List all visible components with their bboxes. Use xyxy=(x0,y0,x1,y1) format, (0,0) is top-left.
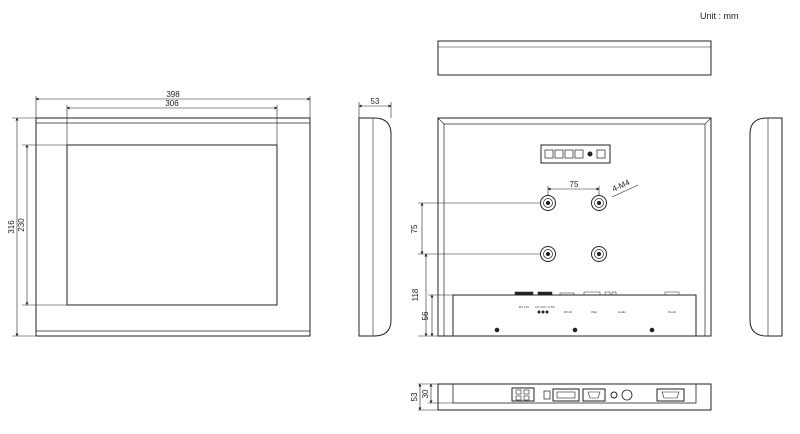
bottom-dimensions xyxy=(418,383,453,411)
bottom-io-depth-label: 30 xyxy=(421,389,430,398)
front-dimensions xyxy=(12,96,311,337)
audio-jack-icon xyxy=(610,391,618,399)
unit-label: Unit : mm xyxy=(700,11,739,21)
rear-io-box xyxy=(452,294,697,337)
mount-spacing-v-label: 75 xyxy=(410,224,419,233)
touch-port-icon xyxy=(656,388,685,402)
dvi-port-icon xyxy=(552,388,580,402)
exit-button-icon xyxy=(574,149,584,159)
power-button-icon xyxy=(596,149,606,159)
rear-dimensions xyxy=(418,184,639,337)
port-label-vga: VGA xyxy=(591,310,597,314)
bottom-depth-label: 53 xyxy=(410,392,419,401)
right-side-view xyxy=(749,117,783,337)
mount-spacing-h-label: 75 xyxy=(570,180,579,189)
front-screen-width-label: 306 xyxy=(165,99,179,108)
down-button-icon xyxy=(564,149,574,159)
front-height-label: 316 xyxy=(7,220,16,234)
bottom-profile xyxy=(437,383,712,411)
side-view xyxy=(358,117,392,337)
rear-view xyxy=(437,117,712,337)
front-screen-height-label: 230 xyxy=(17,218,26,232)
side-depth-label: 53 xyxy=(371,97,380,106)
port-label-dc: DC 12V xyxy=(519,305,530,309)
vga-port-icon xyxy=(582,388,606,402)
mount-screws-label: 4-M4 xyxy=(611,178,632,194)
rear-button-panel xyxy=(540,144,611,164)
top-view xyxy=(437,40,712,76)
side-profile xyxy=(358,117,392,337)
dc-connector-icon xyxy=(511,387,535,402)
top-profile xyxy=(437,40,712,76)
port-label-power: DC 12V / 0.5A xyxy=(535,305,554,309)
up-button-icon xyxy=(554,149,564,159)
menu-button-icon xyxy=(544,149,554,159)
port-label-touch: Touch xyxy=(668,310,676,314)
side-dimension xyxy=(358,102,392,118)
vesa-mount-holes xyxy=(540,195,607,262)
front-view xyxy=(35,117,311,337)
front-bezel xyxy=(35,117,311,337)
front-screen xyxy=(66,144,278,306)
right-side-profile xyxy=(749,117,783,337)
power-led-icon xyxy=(587,151,593,157)
front-width-label: 398 xyxy=(166,90,180,99)
port-label-audio: Audio xyxy=(618,310,626,314)
io-offset-label: 118 xyxy=(411,288,420,301)
port-label-dvi: DVI-D xyxy=(564,310,573,314)
bottom-view xyxy=(437,383,712,411)
io-height-label: 56 xyxy=(421,311,430,320)
rear-outer-frame xyxy=(437,117,712,337)
